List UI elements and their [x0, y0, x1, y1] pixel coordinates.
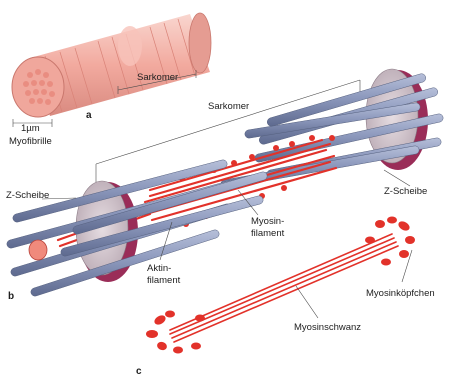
- myofibril-label: Myofibrille: [9, 136, 52, 147]
- myosin-tail: [170, 234, 398, 342]
- sarcomere-label-b: Sarkomer: [208, 101, 249, 112]
- myofibril-highlight-band: [118, 26, 142, 66]
- myosin-label-line1: Myosin-: [251, 216, 284, 227]
- myosin-cross-section: [29, 240, 47, 260]
- zdisc-left-label: Z-Scheibe: [6, 190, 49, 201]
- scale-label: 1µm: [21, 123, 40, 134]
- tail-label: Myosinschwanz: [294, 322, 361, 333]
- panel-letter-b: b: [8, 291, 14, 302]
- myofibril-far-end: [189, 13, 211, 73]
- actin-label-line2: filament: [147, 275, 181, 286]
- zdisc-right-leader: [384, 170, 410, 186]
- heads-label: Myosinköpfchen: [366, 288, 435, 299]
- tail-leader: [296, 286, 318, 318]
- myofibril-cross-section: [12, 57, 64, 117]
- panel-letter-c: c: [136, 366, 142, 377]
- panel-a-myofibril: Sarkomer 1µm Myofibrille a: [9, 13, 211, 147]
- sarcomere-label-a: Sarkomer: [137, 72, 178, 83]
- zdisc-right-label: Z-Scheibe: [384, 186, 427, 197]
- actin-label-line1: Aktin-: [147, 263, 171, 274]
- myosin-label-line2: filament: [251, 228, 285, 239]
- panel-letter-a: a: [86, 110, 92, 121]
